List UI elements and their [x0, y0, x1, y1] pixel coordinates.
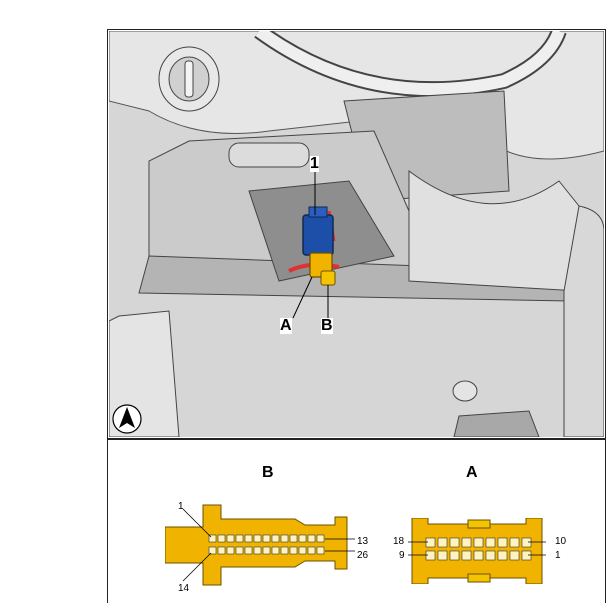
- connector-a-pin-1: 1: [555, 550, 561, 561]
- figure-frame: [107, 29, 606, 603]
- connector-b-drawing: [165, 504, 355, 586]
- connector-b-label: B: [262, 464, 274, 481]
- connector-a-pin-18: 18: [393, 536, 405, 547]
- connector-b-pin-13: 13: [357, 536, 369, 547]
- connector-a-label: A: [466, 464, 478, 481]
- callout-b: B: [321, 317, 333, 334]
- connector-a-pin-10: 10: [555, 536, 567, 547]
- figure-divider: [107, 438, 606, 440]
- dashboard-drawing: [109, 31, 604, 437]
- callout-1: 1: [310, 155, 319, 172]
- connector-a-pin-9: 9: [399, 550, 405, 561]
- connector-b-pin-14: 14: [178, 583, 190, 594]
- connector-b-pin-1: 1: [178, 501, 184, 512]
- vehicle-footwell-illustration: [109, 31, 604, 437]
- connector-b-pin-26: 26: [357, 550, 369, 561]
- connector-a-drawing: [408, 518, 546, 584]
- callout-a: A: [280, 317, 292, 334]
